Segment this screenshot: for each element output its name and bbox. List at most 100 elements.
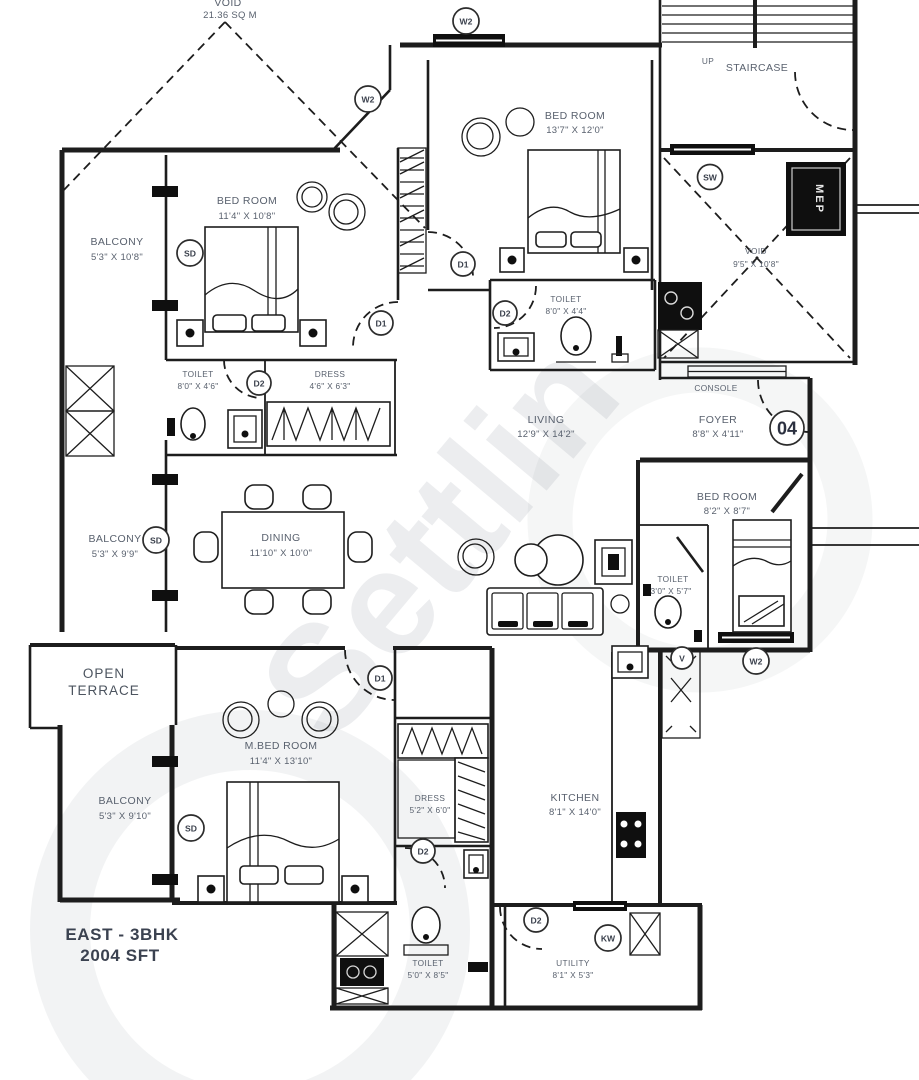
svg-text:DRESS: DRESS	[415, 793, 446, 803]
room-label-bedroom-left: BED ROOM 11'4" X 10'8"	[217, 195, 277, 222]
room-label-balcony-mid-left: BALCONY 5'3" X 9'9"	[89, 533, 142, 560]
svg-text:BALCONY: BALCONY	[99, 795, 152, 807]
open-terrace-line2: TERRACE	[68, 683, 140, 698]
room-label-dress-master: DRESS 5'2" X 6'0"	[410, 793, 451, 815]
door-window-markers: W2 W2 SW SD D1 D2 D1 D2 SD D1 V W2 SD D2…	[142, 7, 770, 952]
svg-text:D2: D2	[418, 847, 429, 857]
void-right-label: VOID	[745, 246, 767, 256]
room-label-toilet-center: TOILET 8'0" X 4'4"	[546, 294, 587, 316]
svg-text:TOILET: TOILET	[657, 574, 688, 584]
svg-text:5'2" X 6'0": 5'2" X 6'0"	[410, 805, 451, 815]
console-unit	[687, 365, 787, 378]
svg-text:BALCONY: BALCONY	[89, 533, 142, 545]
marker-w2-upper-left: W2	[354, 85, 382, 113]
wardrobe-dress-left	[266, 401, 391, 447]
marker-sd-balcony-top: SD	[176, 239, 204, 267]
svg-text:TOILET: TOILET	[550, 294, 581, 304]
mep-label: MEP	[813, 184, 825, 214]
bedroom-right-furniture	[732, 519, 792, 633]
svg-text:11'4" X 10'8": 11'4" X 10'8"	[219, 211, 276, 222]
marker-sw: SW	[696, 163, 724, 191]
window-bars	[152, 34, 794, 911]
marker-w2-bedroom-right: W2	[742, 647, 770, 675]
marker-w2-top: W2	[452, 7, 480, 35]
svg-text:8'0" X 4'4": 8'0" X 4'4"	[546, 306, 587, 316]
marker-d2-toilet-center: D2	[492, 300, 518, 326]
svg-text:04: 04	[777, 419, 797, 439]
svg-text:5'0" X 8'5": 5'0" X 8'5"	[408, 970, 449, 980]
svg-text:D1: D1	[376, 319, 387, 329]
svg-text:BED ROOM: BED ROOM	[545, 110, 605, 122]
void-top-label: VOID	[214, 0, 241, 9]
toilet-right-fixtures	[643, 584, 702, 642]
room-label-bedroom-top: BED ROOM 13'7" X 12'0"	[545, 110, 605, 136]
plan-title: EAST - 3BHK	[65, 925, 178, 944]
svg-text:D1: D1	[375, 674, 386, 684]
room-label-balcony-top-left: BALCONY 5'3" X 10'8"	[91, 236, 144, 263]
marker-d1-bedroom-top: D1	[450, 251, 476, 277]
void-right-shaft: MEP	[657, 157, 851, 359]
marker-d1-bedroom-left: D1	[368, 310, 394, 336]
svg-text:W2: W2	[460, 17, 473, 27]
room-labels: BED ROOM 13'7" X 12'0" BED ROOM 11'4" X 10…	[89, 110, 757, 980]
marker-d2-utility: D2	[523, 907, 549, 933]
svg-text:KW: KW	[601, 934, 616, 944]
svg-text:SW: SW	[703, 173, 718, 183]
mbedroom-furniture	[197, 690, 369, 903]
void-right-dims: 9'5" X 10'8"	[733, 259, 779, 269]
svg-text:3'0" X 5'7": 3'0" X 5'7"	[651, 586, 692, 596]
bottom-shafts	[335, 911, 661, 1005]
bedroom-left-furniture	[176, 181, 366, 347]
console-label: CONSOLE	[694, 383, 737, 393]
svg-text:UTILITY: UTILITY	[556, 958, 590, 968]
svg-text:11'10" X 10'0": 11'10" X 10'0"	[250, 548, 312, 559]
room-label-toilet-right: TOILET 3'0" X 5'7"	[651, 574, 692, 596]
plan-area: 2004 SFT	[80, 946, 159, 965]
marker-d2-toilet-left: D2	[246, 370, 272, 396]
svg-text:8'8" X 4'11": 8'8" X 4'11"	[692, 429, 743, 440]
left-shafts	[65, 365, 115, 457]
svg-text:5'3" X 9'10": 5'3" X 9'10"	[99, 811, 151, 822]
marker-v-duct: V	[670, 646, 694, 670]
staircase-label: STAIRCASE	[726, 62, 788, 74]
svg-text:TOILET: TOILET	[412, 958, 443, 968]
svg-text:BED ROOM: BED ROOM	[217, 195, 277, 207]
kitchen-fixtures	[611, 645, 649, 858]
svg-text:SD: SD	[184, 249, 196, 259]
svg-text:5'3" X 10'8": 5'3" X 10'8"	[91, 252, 143, 263]
staircase-up-label: UP	[702, 56, 714, 66]
wardrobe-dress-master	[397, 723, 489, 843]
toilet-left-fixtures	[167, 407, 263, 449]
svg-text:13'7" X 12'0": 13'7" X 12'0"	[546, 125, 604, 136]
unit-number-badge: 04	[769, 410, 805, 446]
svg-text:D2: D2	[500, 309, 511, 319]
svg-text:SD: SD	[185, 824, 197, 834]
room-label-toilet-master: TOILET 5'0" X 8'5"	[408, 958, 449, 980]
annotations: VOID 21.36 SQ M UP STAIRCASE CONSOLE VOI…	[68, 0, 788, 698]
svg-text:8'0" X 4'6": 8'0" X 4'6"	[178, 381, 219, 391]
svg-text:5'3" X 9'9": 5'3" X 9'9"	[92, 549, 138, 560]
marker-kw-utility: KW	[594, 924, 622, 952]
staircase-block	[662, 0, 853, 48]
svg-text:D2: D2	[254, 379, 265, 389]
svg-text:8'1" X 5'3": 8'1" X 5'3"	[553, 970, 594, 980]
living-furniture	[457, 534, 633, 636]
svg-text:W2: W2	[750, 657, 763, 667]
hatch-shaft	[397, 147, 427, 274]
svg-text:BALCONY: BALCONY	[91, 236, 144, 248]
marker-sd-balcony-bottom: SD	[177, 814, 205, 842]
svg-text:8'1" X 14'0": 8'1" X 14'0"	[549, 807, 601, 818]
title-block: EAST - 3BHK 2004 SFT	[65, 925, 178, 965]
svg-text:D1: D1	[458, 260, 469, 270]
svg-text:V: V	[679, 654, 685, 664]
svg-text:8'2" X 8'7": 8'2" X 8'7"	[704, 506, 750, 517]
room-label-toilet-left: TOILET 8'0" X 4'6"	[178, 369, 219, 391]
svg-text:TOILET: TOILET	[182, 369, 213, 379]
dining-furniture	[193, 484, 373, 615]
